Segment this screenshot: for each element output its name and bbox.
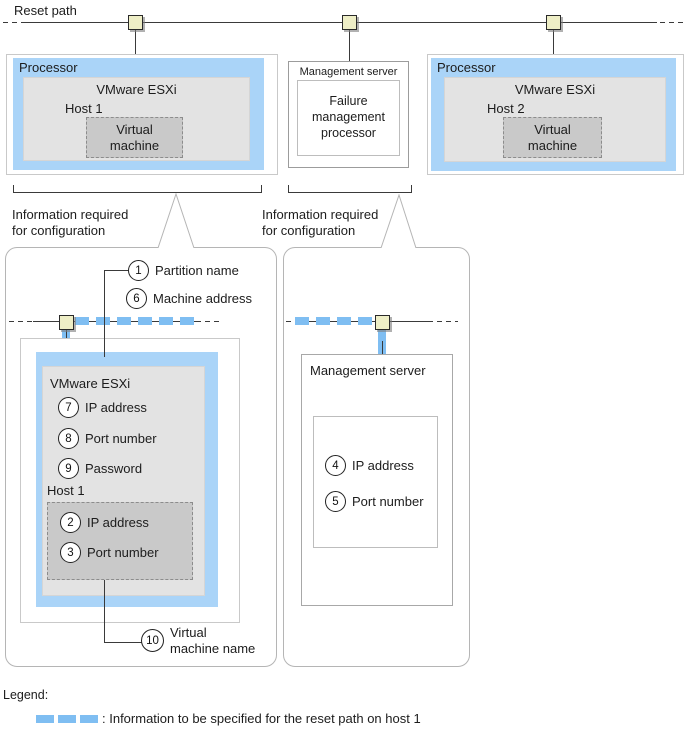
processor1-vm-box (86, 117, 183, 158)
config-item-machine-address: 6 Machine address (126, 288, 252, 309)
bus-node-icon (59, 315, 74, 330)
leader-line-vm-name (104, 642, 142, 643)
processor1-host-label: Host 1 (65, 101, 103, 116)
processor1-title: Processor (19, 60, 78, 75)
callout-right-path-dashes (286, 321, 298, 322)
callout-right-path-dashes (428, 321, 458, 322)
bus-node-icon (342, 15, 357, 30)
bus-line-right-dashes (660, 22, 686, 23)
bus-line (24, 22, 657, 23)
config-item-partition-name: 1 Partition name (128, 260, 239, 281)
reset-path-highlight-dashes (295, 317, 375, 325)
bus-node-icon (128, 15, 143, 30)
config-item-mgmt-ip: 4 IP address (325, 455, 414, 476)
leader-line-partition (104, 270, 128, 271)
item-number-badge: 4 (325, 455, 346, 476)
processor1-esxi-label: VMware ESXi (96, 82, 177, 97)
callout-left-path-dashes (196, 321, 220, 322)
callout-right-notch (380, 194, 417, 248)
processor2-title: Processor (437, 60, 496, 75)
reset-path-label: Reset path (14, 3, 77, 18)
processor2-vm-box (503, 117, 602, 158)
item-number-badge: 2 (60, 512, 81, 533)
item-number-badge: 1 (128, 260, 149, 281)
item-number-badge: 9 (58, 458, 79, 479)
item-number-badge: 3 (60, 542, 81, 563)
failure-management-processor-label: Failure management processor (312, 94, 385, 140)
config-item-host-ip: 2 IP address (60, 512, 149, 533)
callout-right-mgmt-title: Management server (310, 363, 426, 378)
failure-management-processor-box (297, 80, 400, 156)
callout-left-host-title: Host 1 (47, 483, 85, 498)
item-number-badge: 8 (58, 428, 79, 449)
legend-dash-meaning: : Information to be specified for the re… (102, 711, 421, 726)
node-link-line (382, 341, 383, 354)
item-number-badge: 10 (141, 629, 164, 652)
connector-line-host2 (553, 30, 554, 55)
bracket-right (288, 185, 412, 193)
callout-left-esxi-title: VMware ESXi (50, 376, 131, 391)
config-item-host-port: 3 Port number (60, 542, 159, 563)
bus-line-left-dashes (3, 22, 24, 23)
leader-line-partition (104, 270, 105, 357)
bus-node-icon (546, 15, 561, 30)
callout-left-notch (157, 193, 195, 248)
leader-line-vm-name (104, 580, 105, 643)
management-server-top-title: Management server (299, 66, 398, 78)
bus-node-icon (375, 315, 390, 330)
config-item-esxi-ip: 7 IP address (58, 397, 147, 418)
legend-dash-sample-icon (36, 715, 98, 723)
node-link-line (66, 330, 67, 343)
config-item-mgmt-port: 5 Port number (325, 491, 424, 512)
processor2-esxi-label: VMware ESXi (514, 82, 596, 97)
config-item-esxi-password: 9 Password (58, 458, 142, 479)
connector-line-mgmt (349, 30, 350, 61)
item-number-badge: 7 (58, 397, 79, 418)
legend-title: Legend: (3, 688, 49, 702)
config-item-esxi-port: 8 Port number (58, 428, 157, 449)
item-number-badge: 5 (325, 491, 346, 512)
reset-path-highlight-dashes (75, 317, 196, 325)
processor2-host-label: Host 2 (487, 101, 525, 116)
connector-line-host1 (135, 30, 136, 55)
callout-left-path-dashes (9, 321, 33, 322)
callout-right-inner-box (313, 416, 438, 548)
item-number-badge: 6 (126, 288, 147, 309)
bracket-left (13, 185, 262, 193)
